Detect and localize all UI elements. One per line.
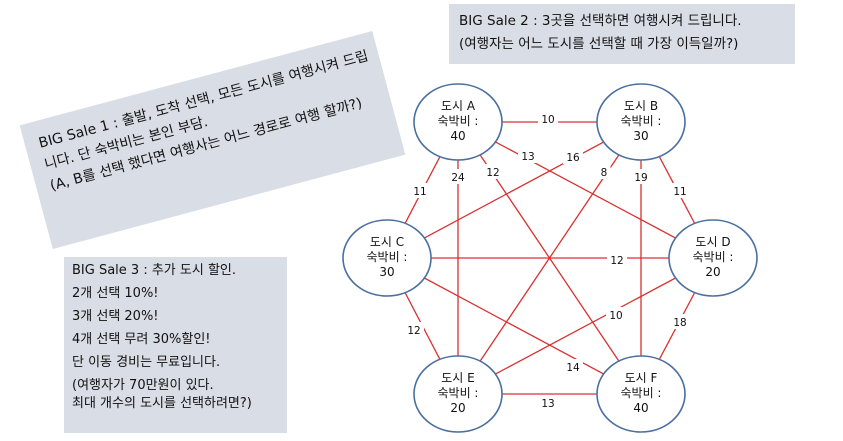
city-node-outline (596, 355, 686, 433)
sale3-line-4: 4개 선택 무려 30%할인! (72, 332, 211, 347)
city-name: 도시 D (695, 235, 730, 249)
edge-weight-A-B: 10 (541, 114, 554, 126)
lodging-cost-value: 40 (450, 129, 465, 143)
lodging-cost-value: 20 (705, 265, 720, 279)
sale2-line-1: BIG Sale 2 : 3곳을 선택하면 여행시켜 드립니다. (459, 13, 742, 29)
lodging-cost-label: 숙박비 : (621, 114, 662, 128)
edge-weight-B-C: 16 (566, 152, 580, 164)
lodging-cost-label: 숙박비 : (438, 114, 479, 128)
edge-C-F (386, 257, 642, 395)
edge-weight-C-D: 12 (610, 255, 623, 267)
edge-B-C (386, 121, 642, 259)
city-node-outline (413, 83, 503, 161)
city-name: 도시 C (370, 235, 404, 249)
edge-weight-D-E: 10 (609, 310, 622, 322)
sale3-line-2: 2개 선택 10%! (72, 286, 159, 301)
edge-weight-C-F: 14 (566, 362, 580, 374)
edge-weight-A-F: 12 (486, 167, 499, 179)
city-node-outline (413, 355, 503, 433)
lodging-cost-label: 숙박비 : (438, 386, 479, 400)
big-sale-2-note: BIG Sale 2 : 3곳을 선택하면 여행시켜 드립니다. (여행자는 어… (449, 4, 795, 64)
lodging-cost-label: 숙박비 : (621, 386, 662, 400)
big-sale-3-note: BIG Sale 3 : 추가 도시 할인. 2개 선택 10%! 3개 선택 … (64, 257, 287, 433)
city-node-outline (596, 83, 686, 161)
edge-weight-E-F: 13 (541, 398, 554, 410)
sale2-line-2: (여행자는 어느 도시를 선택할 때 가장 이득일까?) (459, 36, 739, 52)
sale3-line-5: 단 이동 경비는 무료입니다. (72, 355, 221, 370)
lodging-cost-value: 40 (633, 401, 648, 415)
city-node-outline (668, 219, 758, 297)
city-name: 도시 F (625, 371, 658, 385)
edge-weight-A-E: 24 (451, 172, 465, 184)
sale3-line-3: 3개 선택 20%! (72, 309, 159, 324)
edge-weight-B-E: 8 (601, 167, 608, 179)
lodging-cost-label: 숙박비 : (367, 250, 408, 264)
edge-A-D (457, 121, 714, 259)
city-node-outline (342, 219, 432, 297)
lodging-cost-value: 30 (633, 129, 648, 143)
edge-weight-A-D: 13 (521, 151, 534, 163)
edge-weight-D-F: 18 (673, 317, 686, 329)
sale3-line-7: 최대 개수의 도시를 선택하려면?) (72, 396, 252, 411)
edge-weight-C-E: 12 (407, 325, 420, 337)
city-name: 도시 E (441, 371, 474, 385)
edge-D-E (457, 257, 714, 395)
edge-weight-B-D: 11 (673, 186, 686, 198)
edge-weight-B-F: 19 (634, 172, 647, 184)
sale3-line-1: BIG Sale 3 : 추가 도시 할인. (72, 263, 236, 278)
city-name: 도시 B (624, 99, 658, 113)
sale3-line-6: (여행자가 70만원이 있다. (72, 378, 214, 393)
city-name: 도시 A (441, 99, 476, 113)
lodging-cost-value: 20 (450, 401, 465, 415)
lodging-cost-value: 30 (379, 265, 394, 279)
lodging-cost-label: 숙박비 : (693, 250, 734, 264)
edge-weight-A-C: 11 (413, 186, 426, 198)
